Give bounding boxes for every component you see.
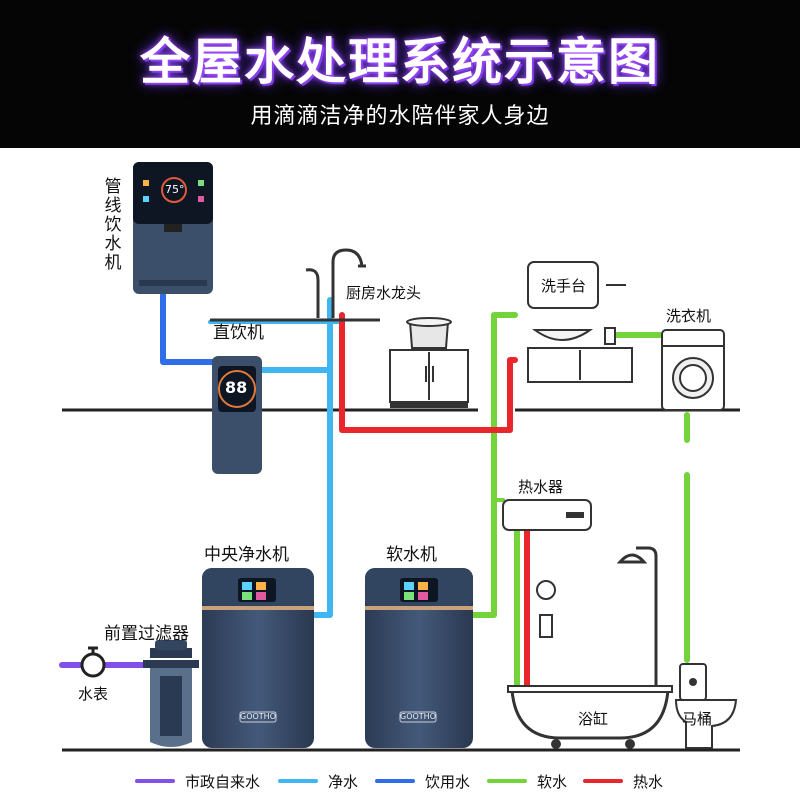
label-wash-basin: 洗手台 (541, 277, 587, 295)
bathtub-icon (507, 685, 673, 749)
legend-label: 市政自来水 (185, 772, 261, 791)
wash-basin-icon (527, 261, 633, 383)
page-subtitle: 用滴滴洁净的水陪伴家人身边 (250, 104, 550, 129)
legend-swatch (375, 779, 415, 783)
legend-swatch (583, 779, 623, 783)
label-bathtub: 浴缸 (578, 710, 609, 728)
legend-item-drinking: 饮用水 (375, 770, 470, 792)
pipe-hot (339, 312, 518, 433)
label-central-purifier: 中央净水机 (204, 545, 289, 565)
label-toilet: 马桶 (682, 710, 713, 728)
legend-label: 热水 (633, 772, 664, 791)
label-water-heater: 热水器 (518, 478, 564, 496)
label-softener: 软水机 (386, 545, 437, 565)
softener-brand: GOOTHO (400, 712, 436, 721)
label-direct-drinker: 直饮机 (213, 323, 264, 343)
washing-machine-icon (661, 329, 725, 411)
page-title: 全屋水处理系统示意图 (140, 33, 660, 91)
pre-filter-icon (143, 640, 199, 747)
legend-item-municipal: 市政自来水 (135, 770, 260, 792)
legend-item-hot: 热水 (583, 770, 663, 792)
softener-icon (365, 568, 473, 748)
direct-drinker-readout: 88 (225, 378, 248, 397)
label-water-meter: 水表 (78, 685, 109, 703)
legend-swatch (278, 779, 318, 783)
dispenser-temp-readout: 75° (165, 183, 185, 196)
label-washing-machine: 洗衣机 (666, 307, 712, 325)
kitchen-cabinet-icon (389, 317, 469, 408)
shower-icon (536, 546, 658, 690)
toilet-icon (674, 663, 738, 749)
legend: 市政自来水 净水 饮用水 软水 热水 (0, 764, 800, 796)
kitchen-faucet-icon (210, 248, 380, 322)
water-meter-icon (80, 646, 106, 678)
label-pre-filter: 前置过滤器 (104, 624, 189, 644)
pipe-soft (467, 312, 518, 618)
legend-item-purified: 净水 (278, 770, 358, 792)
central-purifier-brand: GOOTHO (240, 712, 276, 721)
legend-item-soft: 软水 (487, 770, 567, 792)
direct-drinker-icon (212, 356, 262, 474)
legend-swatch (487, 779, 527, 783)
legend-swatch (135, 779, 175, 783)
legend-label: 净水 (328, 772, 359, 791)
water-heater-icon (502, 499, 592, 531)
pipes (59, 292, 690, 693)
pipeline-dispenser-icon (133, 162, 213, 294)
label-kitchen-faucet: 厨房水龙头 (346, 284, 422, 302)
legend-label: 软水 (537, 772, 568, 791)
pipe-drinking (160, 292, 216, 365)
pipe-soft-heater (492, 468, 505, 502)
legend-label: 饮用水 (425, 772, 471, 791)
header-banner: 全屋水处理系统示意图 用滴滴洁净的水陪伴家人身边 (0, 0, 800, 148)
label-pipeline-dispenser: 管线饮水机 (104, 177, 122, 273)
central-purifier-icon (202, 568, 314, 748)
